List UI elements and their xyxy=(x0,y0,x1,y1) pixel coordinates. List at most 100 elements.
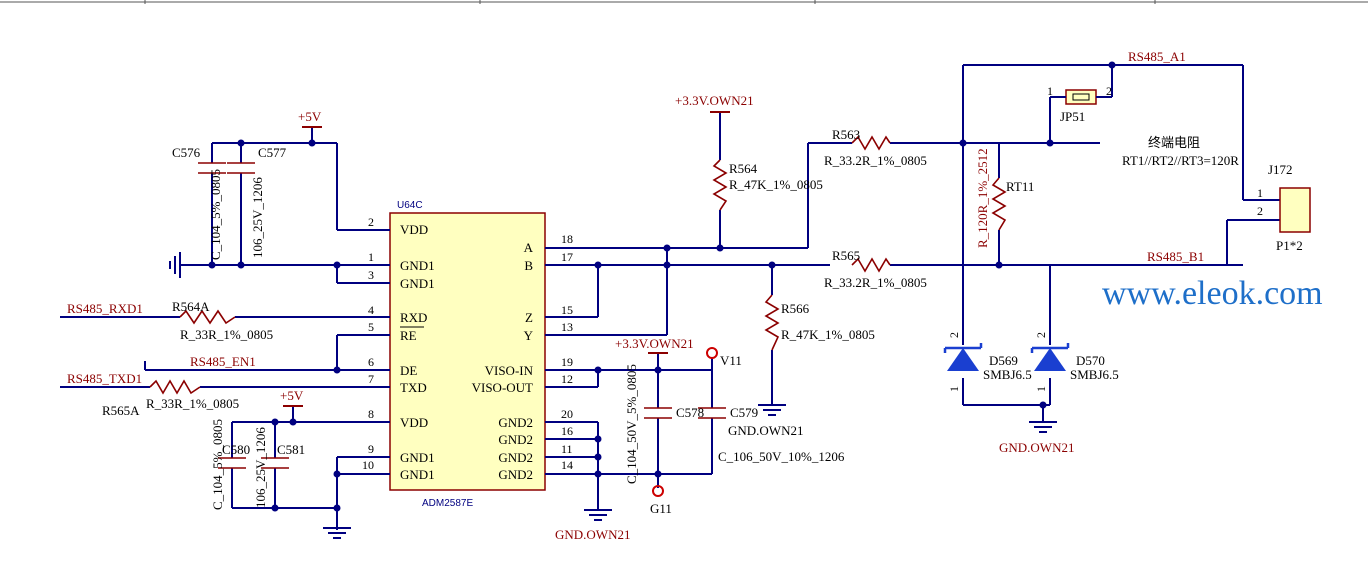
pin-name: GND2 xyxy=(498,432,533,447)
testpoint-g11[interactable] xyxy=(652,485,664,497)
j172-pin2: 2 xyxy=(1257,204,1263,218)
pin-name: RE xyxy=(400,328,417,343)
testpoint-v11[interactable] xyxy=(706,347,718,359)
termination-title: 终端电阻 xyxy=(1148,135,1200,150)
svg-text:5: 5 xyxy=(368,320,374,334)
c580-label: C580 xyxy=(222,442,250,457)
pin-name: GND2 xyxy=(498,415,533,430)
pin-name: GND1 xyxy=(400,258,435,273)
capacitor-c581[interactable] xyxy=(261,457,289,469)
r565a-label: R565A xyxy=(102,403,140,418)
r565-label: R565 xyxy=(832,248,860,263)
left-pin-numbers: 2 1 3 4 5 6 7 8 9 10 xyxy=(362,215,374,472)
c577-value: 106_25V_1206 xyxy=(250,177,265,258)
power-3v3-top-label: +3.3V.OWN21 xyxy=(675,93,754,108)
resistor-r564a[interactable] xyxy=(179,309,236,325)
capacitor-c580[interactable] xyxy=(218,457,246,469)
resistor-r563[interactable] xyxy=(851,135,891,151)
junction-dots xyxy=(208,61,1116,512)
svg-text:1: 1 xyxy=(368,250,374,264)
capacitor-c577[interactable] xyxy=(227,162,255,174)
pin-name: RXD xyxy=(400,310,427,325)
d570-label: D570 xyxy=(1076,353,1105,368)
c579-label: C579 xyxy=(730,405,758,420)
d569-pin-k: 2 xyxy=(947,332,961,338)
jp51-label: JP51 xyxy=(1060,109,1085,124)
d569-pin-a: 1 xyxy=(947,386,961,392)
ground-symbol-own-a xyxy=(584,509,612,521)
tvs-diode-d570[interactable] xyxy=(1030,343,1070,371)
pin-name: Y xyxy=(524,328,534,343)
svg-text:4: 4 xyxy=(368,303,374,317)
j172-part: P1*2 xyxy=(1276,238,1303,253)
svg-text:19: 19 xyxy=(561,355,573,369)
svg-text:8: 8 xyxy=(368,407,374,421)
ic-adm2587e[interactable]: U64C ADM2587E VDD GND1 GND1 RXD RE DE TX… xyxy=(389,200,546,509)
d569-value: SMBJ6.5 xyxy=(983,367,1032,382)
rt11-label: RT11 xyxy=(1006,179,1034,194)
gnd-own-a-label: GND.OWN21 xyxy=(555,527,630,542)
capacitor-c578[interactable] xyxy=(644,407,672,419)
power-3v3-mid-label: +3.3V.OWN21 xyxy=(615,336,694,351)
tvs-diode-d569[interactable] xyxy=(943,343,983,371)
pin-name: TXD xyxy=(400,380,427,395)
d570-pin-a: 1 xyxy=(1034,386,1048,392)
pin-name: GND1 xyxy=(400,467,435,482)
c578-value: C_104_50V_5%_0805 xyxy=(624,364,639,484)
pin-name: Z xyxy=(525,310,533,325)
svg-text:15: 15 xyxy=(561,303,573,317)
resistor-r564[interactable] xyxy=(712,159,728,211)
ground-symbol-own-c xyxy=(1029,421,1057,433)
net-rs485-a1: RS485_A1 xyxy=(1128,49,1186,64)
pin-name: GND2 xyxy=(498,467,533,482)
ground-symbol-gnd1 xyxy=(323,527,351,539)
svg-text:2: 2 xyxy=(368,215,374,229)
v11-label: V11 xyxy=(720,353,742,368)
c577-label: C577 xyxy=(258,145,287,160)
ic-part: ADM2587E xyxy=(422,498,473,509)
pin-name: VDD xyxy=(400,222,428,237)
rt11-value: R_120R_1%_2512 xyxy=(975,148,990,248)
resistor-r565[interactable] xyxy=(851,257,891,273)
c578-label: C578 xyxy=(676,405,704,420)
pin-name: B xyxy=(524,258,533,273)
power-5v-bottom-label: +5V xyxy=(280,388,304,403)
capacitor-c576[interactable] xyxy=(198,162,226,174)
svg-text:6: 6 xyxy=(368,355,374,369)
d569-label: D569 xyxy=(989,353,1018,368)
ground-chassis-left xyxy=(169,252,181,278)
ground-symbol-own-b xyxy=(758,404,786,416)
resistor-rt11[interactable] xyxy=(991,177,1007,231)
net-rs485-b1: RS485_B1 xyxy=(1147,249,1204,264)
svg-text:9: 9 xyxy=(368,442,374,456)
gnd-own-b-label: GND.OWN21 xyxy=(728,423,803,438)
resistor-r565a[interactable] xyxy=(149,379,201,395)
pin-name: GND1 xyxy=(400,450,435,465)
c576-value: C_104_5%_0805 xyxy=(208,169,223,260)
pin-name: VDD xyxy=(400,415,428,430)
capacitor-c579[interactable] xyxy=(698,407,726,419)
right-pin-numbers: 18 17 15 13 19 12 20 16 11 14 xyxy=(561,232,573,472)
gnd-own-c-label: GND.OWN21 xyxy=(999,440,1074,455)
r564a-value: R_33R_1%_0805 xyxy=(180,327,273,342)
jp51-pin1: 1 xyxy=(1047,84,1053,98)
d570-pin-k: 2 xyxy=(1034,332,1048,338)
wires xyxy=(60,64,1280,530)
resistor-r566[interactable] xyxy=(764,294,780,351)
connector-j172[interactable] xyxy=(1279,187,1311,233)
jumper-jp51[interactable] xyxy=(1060,89,1100,105)
svg-text:16: 16 xyxy=(561,424,573,438)
r563-label: R563 xyxy=(832,127,860,142)
r566-label: R566 xyxy=(781,301,810,316)
c576-label: C576 xyxy=(172,145,201,160)
svg-text:3: 3 xyxy=(368,268,374,282)
svg-text:10: 10 xyxy=(362,458,374,472)
r565a-value: R_33R_1%_0805 xyxy=(146,396,239,411)
d570-value: SMBJ6.5 xyxy=(1070,367,1119,382)
net-rs485-rxd1: RS485_RXD1 xyxy=(67,301,143,316)
svg-text:17: 17 xyxy=(561,250,573,264)
c581-value: 106_25V_1206 xyxy=(253,427,268,508)
svg-text:7: 7 xyxy=(368,372,374,386)
power-5v-top-label: +5V xyxy=(298,109,322,124)
